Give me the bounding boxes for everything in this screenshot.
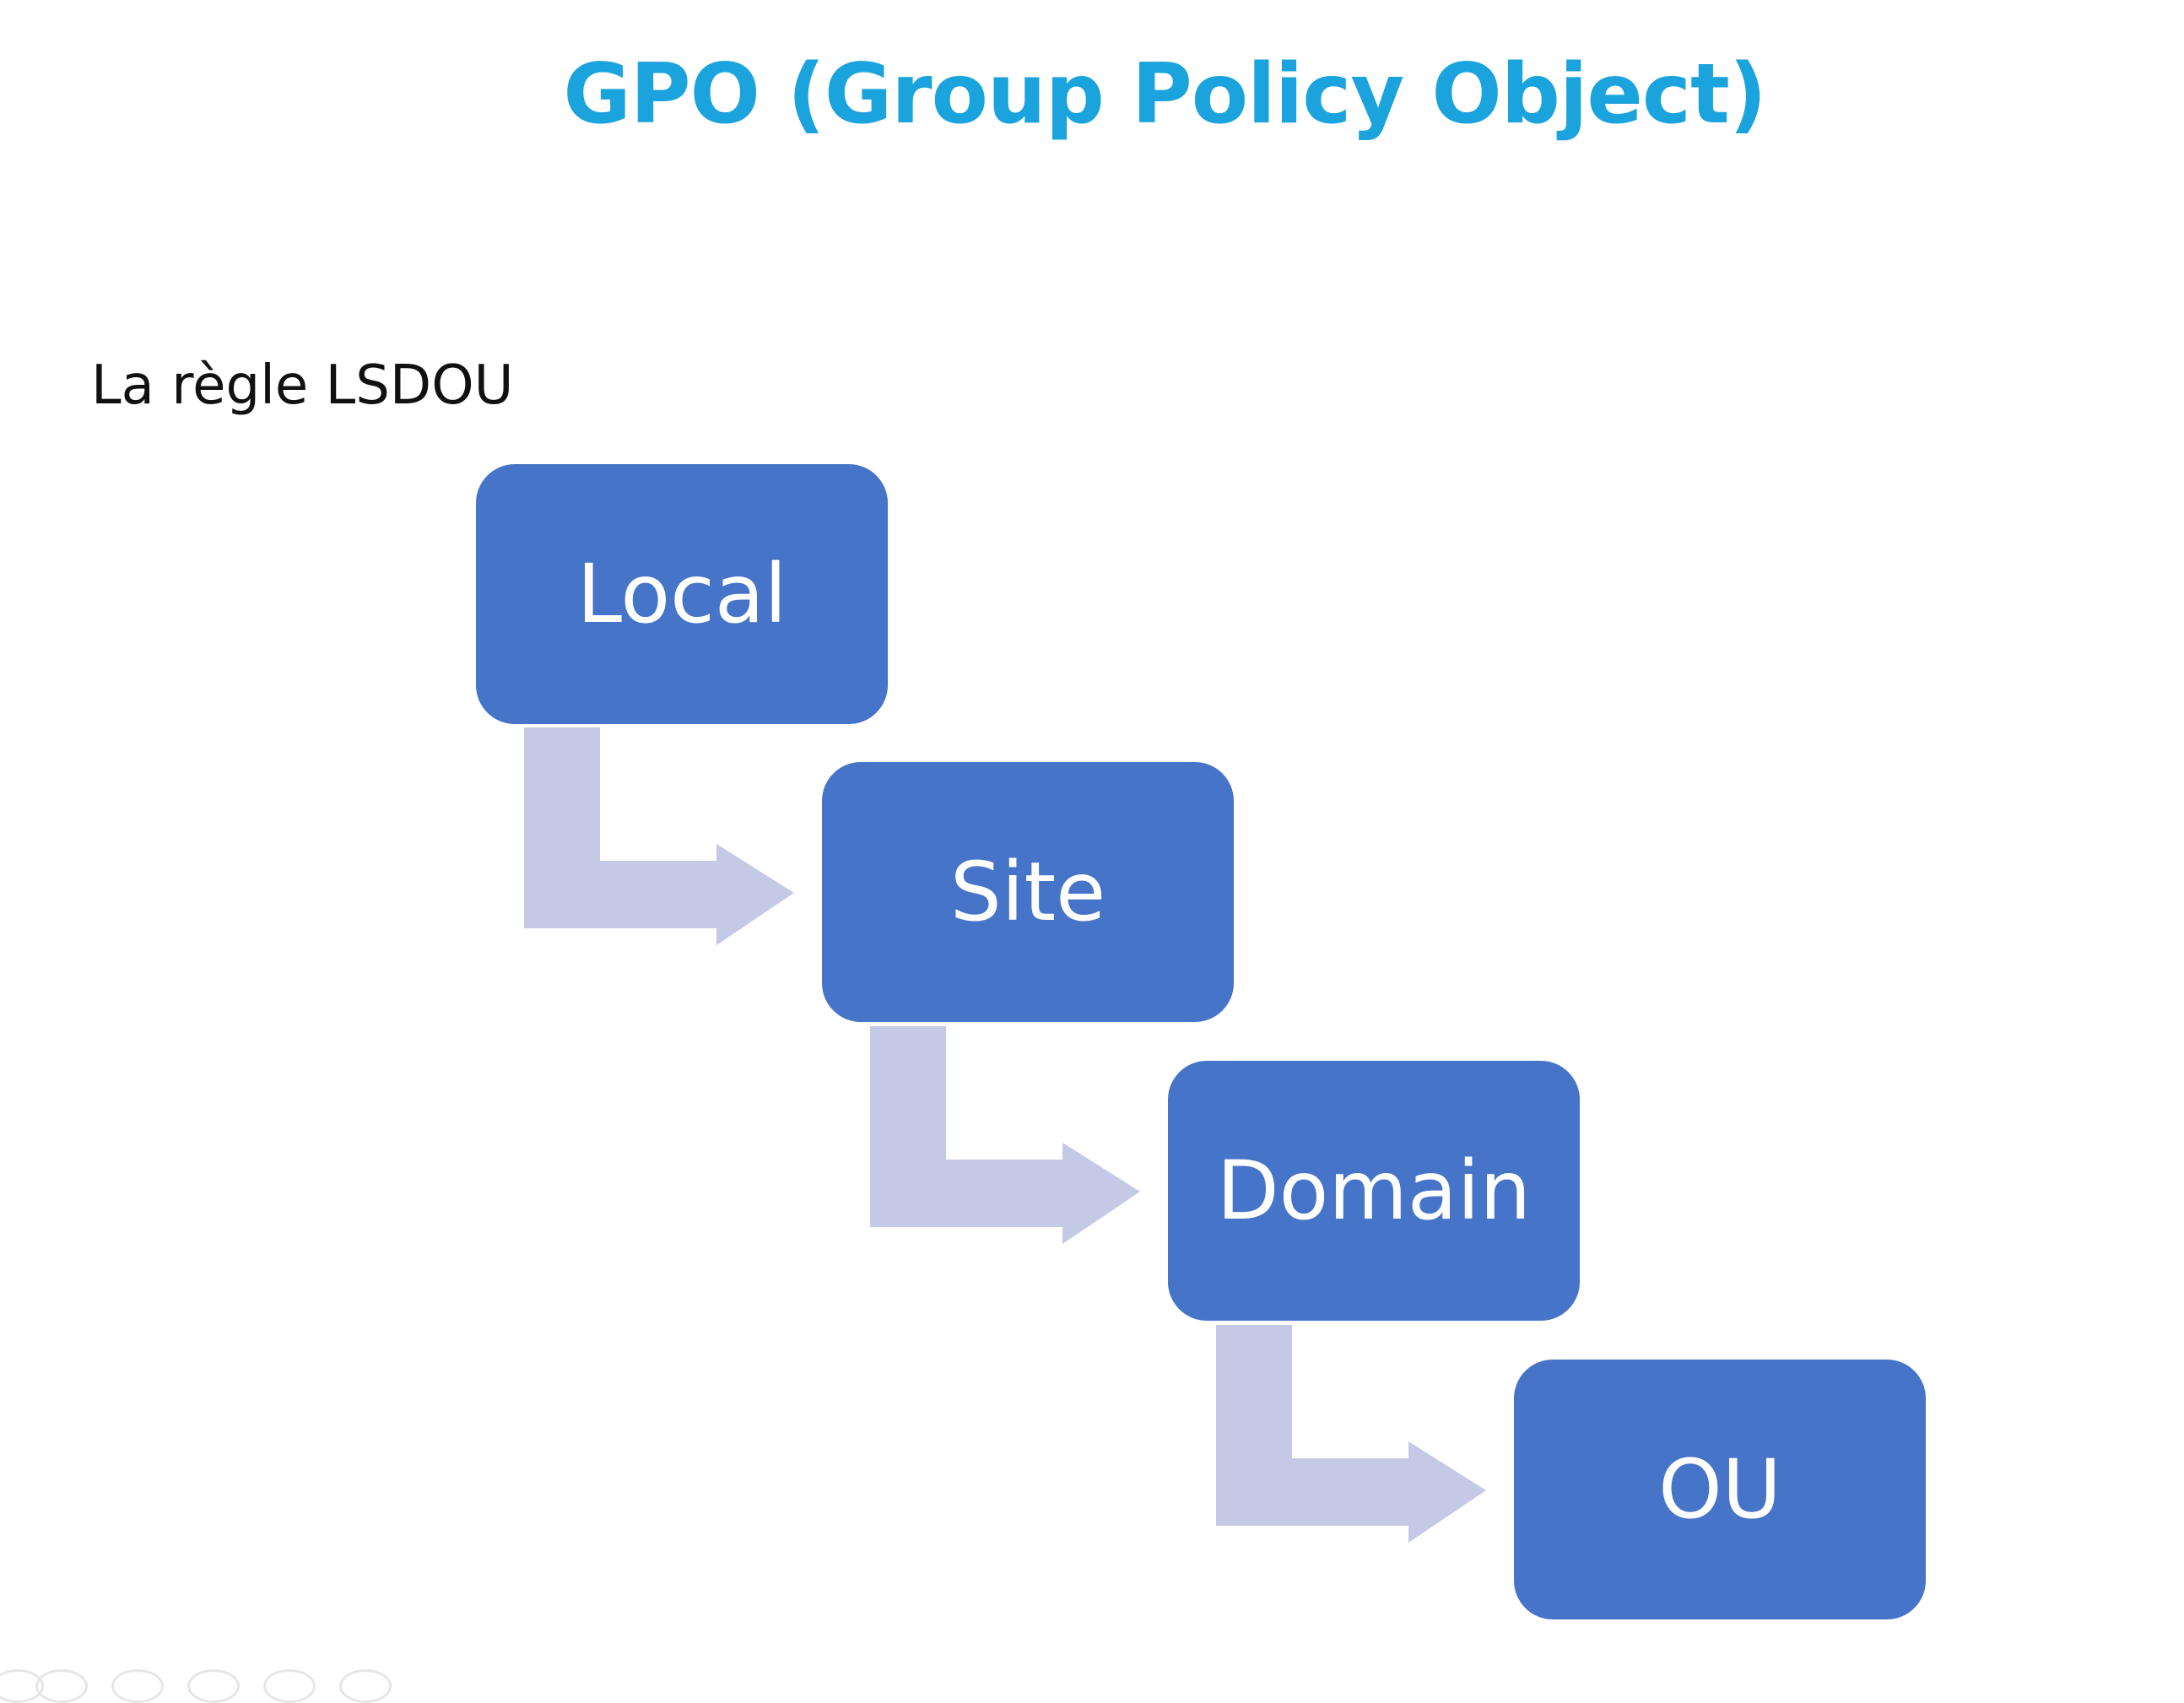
bent-arrow-icon: [1216, 1325, 1497, 1546]
more-options-icon[interactable]: [339, 1669, 392, 1703]
bent-arrow-icon: [870, 1026, 1151, 1247]
step-box-domain: Domain: [1168, 1061, 1580, 1321]
slide-title: GPO (Group Policy Object): [563, 46, 1766, 143]
slideshow-controls: [0, 1669, 405, 1703]
step-box-local: Local: [476, 464, 888, 724]
step-box-site: Site: [822, 762, 1234, 1022]
bent-arrow-icon: [524, 727, 805, 949]
step-label-local: Local: [576, 547, 787, 641]
next-slide-icon[interactable]: [35, 1669, 88, 1703]
step-label-site: Site: [949, 845, 1106, 939]
step-label-ou: OU: [1658, 1442, 1781, 1537]
zoom-icon[interactable]: [263, 1669, 316, 1703]
slide-subtitle: La règle LSDOU: [91, 354, 514, 417]
step-box-ou: OU: [1514, 1360, 1926, 1619]
grid-view-icon[interactable]: [187, 1669, 240, 1703]
pen-icon[interactable]: [111, 1669, 164, 1703]
step-label-domain: Domain: [1216, 1143, 1532, 1238]
